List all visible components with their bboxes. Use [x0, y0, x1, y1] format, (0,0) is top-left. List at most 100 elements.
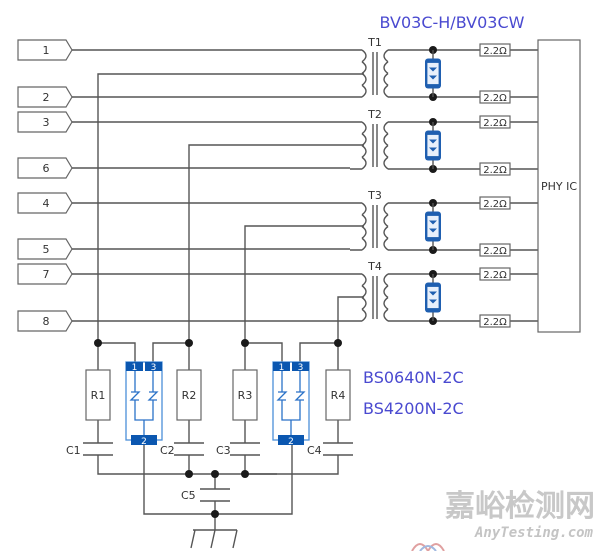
link-r2-gdt1	[152, 342, 189, 362]
resistor-r4-label: R4	[331, 389, 346, 402]
tvs-diode-icon	[429, 67, 437, 80]
lower-network: R1 R2 R3 R4 C1 C2 C3 C4 C5	[66, 339, 353, 549]
r4-c4-leg	[245, 343, 339, 475]
resistor-r1-label: R1	[91, 389, 106, 402]
capacitor-c4-label: C4	[307, 444, 322, 457]
gdt-pin-2-label: 2	[141, 437, 147, 447]
port-connector-1: 1	[17, 39, 73, 61]
capacitor-c1	[83, 442, 113, 456]
transformer-core	[372, 276, 378, 319]
primary-winding	[350, 273, 367, 322]
transformer-t1: T1	[350, 36, 389, 98]
series-resistor-label: 2.2Ω	[483, 246, 507, 257]
secondary-side: 2.2Ω2.2Ω2.2Ω2.2Ω2.2Ω2.2Ω2.2Ω2.2Ω	[388, 43, 538, 328]
series-resistor	[479, 267, 511, 281]
series-resistor-label: 2.2Ω	[483, 317, 507, 328]
secondary-winding	[383, 121, 389, 170]
tvs-diode-icon	[429, 291, 437, 304]
junction-dot	[211, 510, 219, 518]
capacitor-c3	[230, 442, 260, 456]
gdt-pin-2	[278, 435, 304, 445]
series-resistor-label: 2.2Ω	[483, 165, 507, 176]
primary-winding	[350, 49, 367, 98]
series-resistor-label: 2.2Ω	[483, 46, 507, 57]
transformer-core	[372, 52, 378, 95]
tvs-diode-array-4	[425, 274, 441, 321]
gdt-gap-icon	[129, 371, 159, 435]
port-connector-2: 2	[17, 86, 73, 108]
gdt-pin-3	[292, 362, 309, 371]
watermark-cn: 嘉峪检测网	[445, 489, 595, 524]
port-label: 2	[43, 91, 50, 104]
series-resistor	[479, 314, 511, 328]
center-tap-t4	[337, 296, 364, 343]
secondary-winding	[383, 273, 389, 322]
secondary-winding	[383, 49, 389, 98]
port-connector-8: 8	[17, 310, 73, 332]
series-resistor-label: 2.2Ω	[483, 199, 507, 210]
tvs-window	[426, 215, 440, 238]
resistor-r4	[325, 369, 351, 421]
gdt-pin-2	[131, 435, 157, 445]
series-resistor-label: 2.2Ω	[483, 93, 507, 104]
capacitor-c4	[323, 442, 353, 456]
junction-dot	[241, 339, 249, 347]
transformer-label: T1	[367, 36, 382, 49]
secondary-winding	[383, 202, 389, 251]
tvs-diode-icon	[429, 139, 437, 152]
junction-dot	[185, 470, 193, 478]
series-resistor	[479, 90, 511, 104]
transformer-core	[372, 205, 378, 248]
link-r3-gdt2	[245, 342, 283, 362]
transformer-label: T4	[367, 260, 382, 273]
tvs-diode-array-3	[425, 203, 441, 250]
port-label: 5	[43, 243, 50, 256]
port-connector-3: 3	[17, 111, 73, 133]
watermark-logo-icon	[411, 543, 445, 551]
port-shape	[17, 86, 73, 108]
port-label: 6	[43, 162, 50, 175]
series-resistor	[479, 43, 511, 57]
gdt-pin-3-label: 3	[151, 363, 157, 373]
junction-dot	[334, 339, 342, 347]
transformer-t4: T4	[350, 260, 389, 322]
primary-winding	[350, 202, 367, 251]
resistor-r2	[176, 369, 202, 421]
port-label: 1	[43, 44, 50, 57]
port-shape	[17, 310, 73, 332]
port-label: 4	[43, 197, 50, 210]
gdt-pin-1	[273, 362, 290, 371]
port-connector-7: 7	[17, 263, 73, 285]
port-label: 8	[43, 315, 50, 328]
transformer-core	[372, 124, 378, 167]
capacitor-c2-label: C2	[160, 444, 175, 457]
capacitor-c5-label: C5	[181, 489, 196, 502]
center-tap-t2	[188, 144, 364, 343]
tvs-diode-array-1	[425, 50, 441, 97]
capacitor-c2	[174, 442, 204, 456]
junction-dot	[94, 339, 102, 347]
series-resistor	[479, 162, 511, 176]
gdt-gap-icon	[276, 371, 306, 435]
resistor-r3	[232, 369, 258, 421]
capacitor-c5	[200, 488, 230, 502]
port-shape	[17, 111, 73, 133]
port-connector-4: 4	[17, 192, 73, 214]
port-label: 3	[43, 116, 50, 129]
tvs-window	[426, 62, 440, 85]
watermark-en: AnyTesting.com	[474, 525, 594, 541]
link-r1-gdt1	[98, 342, 136, 362]
tvs-part-number-label: BV03C-H/BV03CW	[380, 13, 525, 32]
gdt-pin-1	[126, 362, 143, 371]
resistor-r1	[85, 369, 111, 421]
gdt-pin-2-label: 2	[288, 437, 294, 447]
junction-dot	[241, 470, 249, 478]
transformer-t3: T3	[350, 189, 389, 251]
capacitor-c1-label: C1	[66, 444, 81, 457]
center-tap-wires	[97, 73, 364, 343]
link-r4-gdt2	[299, 342, 338, 362]
